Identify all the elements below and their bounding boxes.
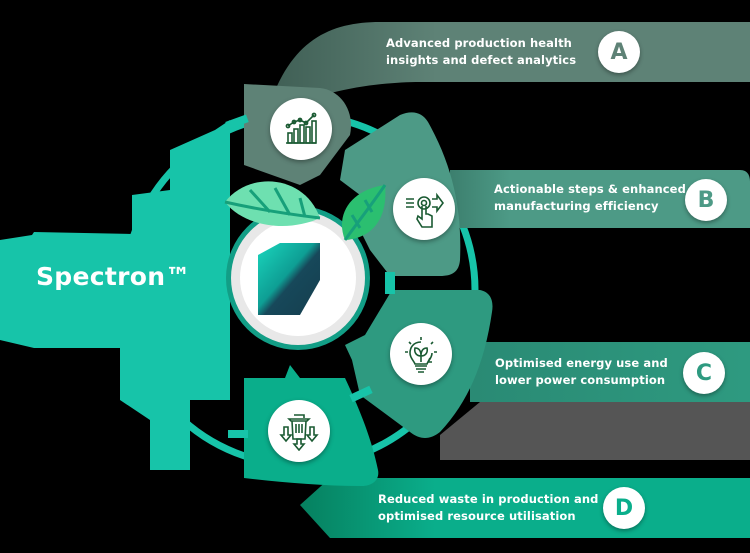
eco-lightbulb-icon <box>390 323 452 385</box>
badge-b: B <box>685 179 727 221</box>
trash-arrows-down-icon <box>268 400 330 462</box>
benefit-b-text: Actionable steps & enhanced manufacturin… <box>494 182 686 213</box>
benefit-a-text: Advanced production health insights and … <box>386 36 577 67</box>
leaf-left <box>224 181 321 226</box>
badge-c: C <box>683 352 725 394</box>
spectron-logo <box>258 243 320 315</box>
brand-title: Spectron™ <box>36 262 191 291</box>
leaf-right <box>341 184 387 241</box>
hand-gear-arrow-icon <box>393 178 455 240</box>
badge-d: D <box>603 487 645 529</box>
bar-chart-growth-icon <box>270 98 332 160</box>
spectron-shape <box>0 120 230 470</box>
benefit-d-text: Reduced waste in production and optimise… <box>378 492 599 523</box>
badge-a: A <box>598 31 640 73</box>
benefit-c-text: Optimised energy use and lower power con… <box>495 356 668 387</box>
